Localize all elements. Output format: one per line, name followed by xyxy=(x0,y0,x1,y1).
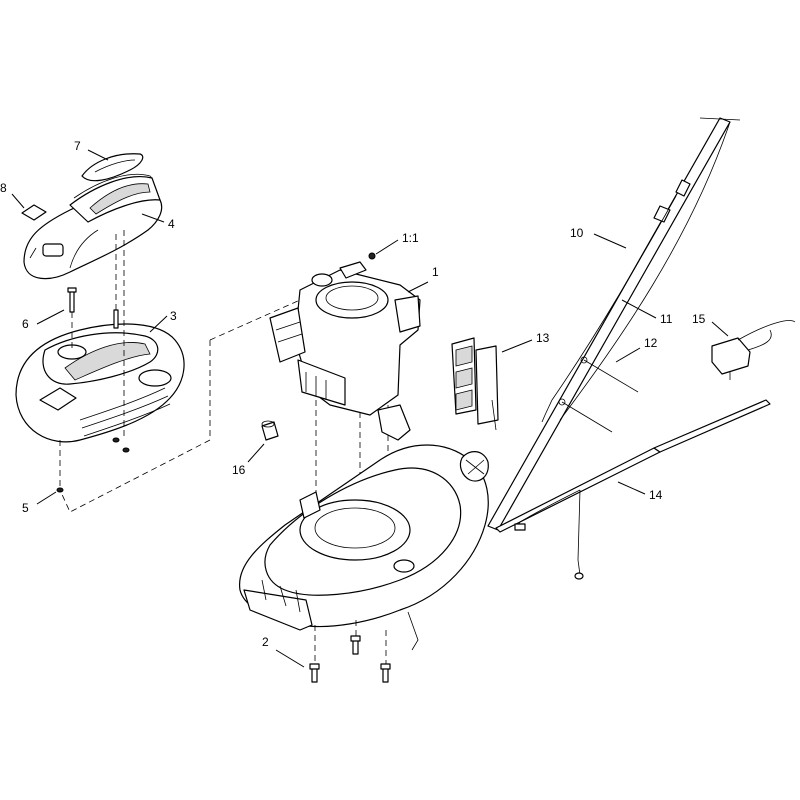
leader-6 xyxy=(36,309,65,325)
leader-3 xyxy=(149,315,168,333)
part-12-bolt xyxy=(558,356,639,433)
callout-13: 13 xyxy=(536,331,550,345)
part-16-spacer xyxy=(261,420,279,441)
screw-part-6 xyxy=(67,287,119,329)
engine xyxy=(269,261,421,416)
callout-5: 5 xyxy=(22,501,29,515)
callout-7: 7 xyxy=(74,139,81,153)
callout-14: 14 xyxy=(649,488,663,502)
callout-11: 11 xyxy=(660,312,673,326)
part-15-charger xyxy=(711,320,796,380)
part-13-bracket xyxy=(451,337,499,431)
handle-cable-11 xyxy=(541,195,677,423)
bolt-part-2 xyxy=(309,611,419,683)
leader-10 xyxy=(593,233,627,249)
callout-4: 4 xyxy=(168,217,175,231)
engine-cover-top xyxy=(23,173,163,280)
callout-1: 1 xyxy=(432,265,439,279)
leader-14 xyxy=(617,481,646,495)
engine-cover-bottom xyxy=(15,323,185,443)
part-1-1-small-fitting xyxy=(368,252,376,260)
callout-12: 12 xyxy=(644,336,658,350)
callout-16: 16 xyxy=(232,463,246,477)
nut-part-5 xyxy=(56,437,130,493)
leader-1 xyxy=(407,281,429,293)
leader-15 xyxy=(711,321,729,337)
mower-deck xyxy=(239,404,489,631)
leader-12 xyxy=(615,347,641,363)
callout-2: 2 xyxy=(262,635,269,649)
callout-6: 6 xyxy=(22,317,29,331)
leader-5 xyxy=(36,491,57,505)
leader-16 xyxy=(247,443,265,463)
leader-8 xyxy=(11,193,25,209)
leader-7 xyxy=(87,149,109,161)
part-7-cap xyxy=(81,153,144,182)
callout-10: 10 xyxy=(570,226,584,240)
leader-4 xyxy=(141,213,165,223)
leader-2 xyxy=(275,649,305,668)
callout-8: 8 xyxy=(0,181,7,195)
part-8-label xyxy=(21,204,47,221)
callout-1-1: 1:1 xyxy=(402,231,419,245)
callout-15: 15 xyxy=(692,312,706,326)
part-14-lower-handle xyxy=(495,399,771,580)
leader-1-1 xyxy=(375,239,399,255)
leader-11 xyxy=(621,299,657,319)
leader-13 xyxy=(501,339,533,353)
callout-3: 3 xyxy=(170,309,177,323)
